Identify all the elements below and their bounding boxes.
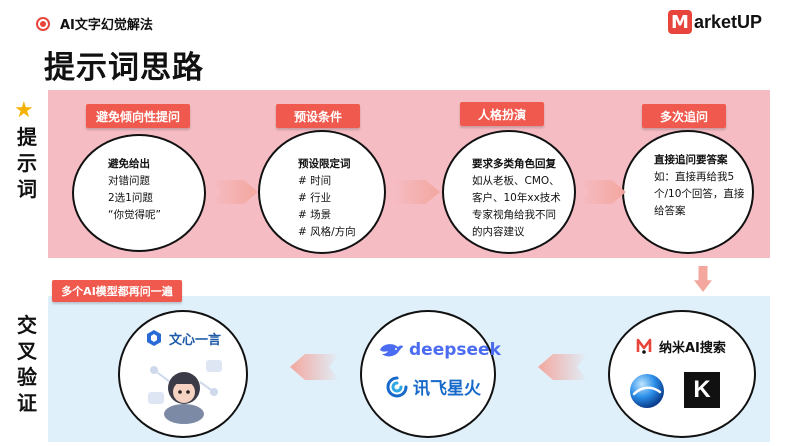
wenxin-logo-icon <box>147 330 161 346</box>
deepseek-whale-icon <box>380 344 403 357</box>
side-char: 提 <box>17 125 37 149</box>
side-char: 词 <box>17 177 37 201</box>
step-line: “你觉得呢” <box>108 209 161 221</box>
step-label-3: 人格扮演 <box>460 102 544 126</box>
step-line: 2选1问题 <box>108 192 153 204</box>
step-line: 专家视角给我不同 <box>472 209 556 221</box>
step-heading: 要求多类角色回复 <box>472 158 556 170</box>
record-dot-icon <box>36 16 50 31</box>
side-label-prompt: 提 示 词 <box>14 124 40 202</box>
arrow-down-icon <box>694 266 712 292</box>
logo-text: arketUP <box>694 11 763 32</box>
step-line: # 场景 <box>298 209 332 221</box>
side-char: 证 <box>17 391 37 415</box>
step-line: 个/10个回答，直接 <box>654 188 745 200</box>
side-char: 示 <box>17 151 37 175</box>
wenxin-brand: 文心一言 <box>144 328 221 348</box>
step-line: 如：直接再给我5 <box>654 171 735 183</box>
step-heading: 直接追问要答案 <box>654 154 728 166</box>
step-text-2: 预设限定词 # 时间 # 行业 # 场景 # 风格/方向 <box>298 156 382 241</box>
step-heading: 避免给出 <box>108 158 150 170</box>
nami-logo-icon <box>636 338 652 354</box>
step-line: # 行业 <box>298 192 332 204</box>
step-line: # 时间 <box>298 175 332 187</box>
step-line: 如从老板、CMO、 <box>472 175 560 187</box>
xunfei-logo-icon <box>386 376 408 397</box>
sphere-app-icon <box>630 374 664 408</box>
xunfei-brand-label: 讯飞星火 <box>413 379 481 399</box>
step-label-4: 多次追问 <box>642 104 726 128</box>
step-line: 给答案 <box>654 205 686 217</box>
kimi-logo-icon: K <box>684 372 720 408</box>
step-text-3: 要求多类角色回复 如从老板、CMO、 客户、10年xx技术 专家视角给我不同 的… <box>472 156 576 241</box>
step-text-4: 直接追问要答案 如：直接再给我5 个/10个回答，直接 给答案 <box>654 152 752 220</box>
nami-brand: 纳米AI搜索 <box>634 336 726 356</box>
nami-brand-label: 纳米AI搜索 <box>659 340 726 356</box>
model-circle-mid <box>360 310 496 438</box>
section-tag: AI文字幻觉解法 <box>36 14 153 33</box>
step-line: # 风格/方向 <box>298 226 356 238</box>
model-circle-right <box>608 310 756 438</box>
logo-mark-icon: M <box>668 10 692 34</box>
step-circle-3 <box>442 130 576 254</box>
deepseek-brand-label: deepseek <box>409 340 501 360</box>
step-heading: 预设限定词 <box>298 158 351 170</box>
wenxin-brand-label: 文心一言 <box>169 332 222 348</box>
step-label-1: 避免倾向性提问 <box>86 104 190 128</box>
step-line: 的内容建议 <box>472 226 525 238</box>
step-circle-1 <box>72 134 206 252</box>
side-char: 叉 <box>17 339 37 363</box>
side-label-verify: 交 叉 验 证 <box>14 312 40 416</box>
step-line: 对错问题 <box>108 175 150 187</box>
deepseek-brand: deepseek <box>378 340 501 360</box>
side-char: 验 <box>17 365 37 389</box>
ai-avatar-illustration <box>148 360 222 424</box>
xunfei-brand: 讯飞星火 <box>386 374 481 399</box>
marketup-logo: M arketUP <box>668 10 762 34</box>
step-text-1: 避免给出 对错问题 2选1问题 “你觉得呢” <box>108 156 198 224</box>
verify-label: 多个AI模型都再问一遍 <box>52 280 182 302</box>
page-title: 提示词思路 <box>44 50 204 86</box>
side-char: 交 <box>17 313 37 337</box>
step-circle-2 <box>258 130 386 254</box>
section-tag-label: AI文字幻觉解法 <box>60 18 153 33</box>
step-label-2: 预设条件 <box>276 104 360 128</box>
step-line: 客户、10年xx技术 <box>472 192 561 204</box>
star-icon: ★ <box>14 98 34 123</box>
